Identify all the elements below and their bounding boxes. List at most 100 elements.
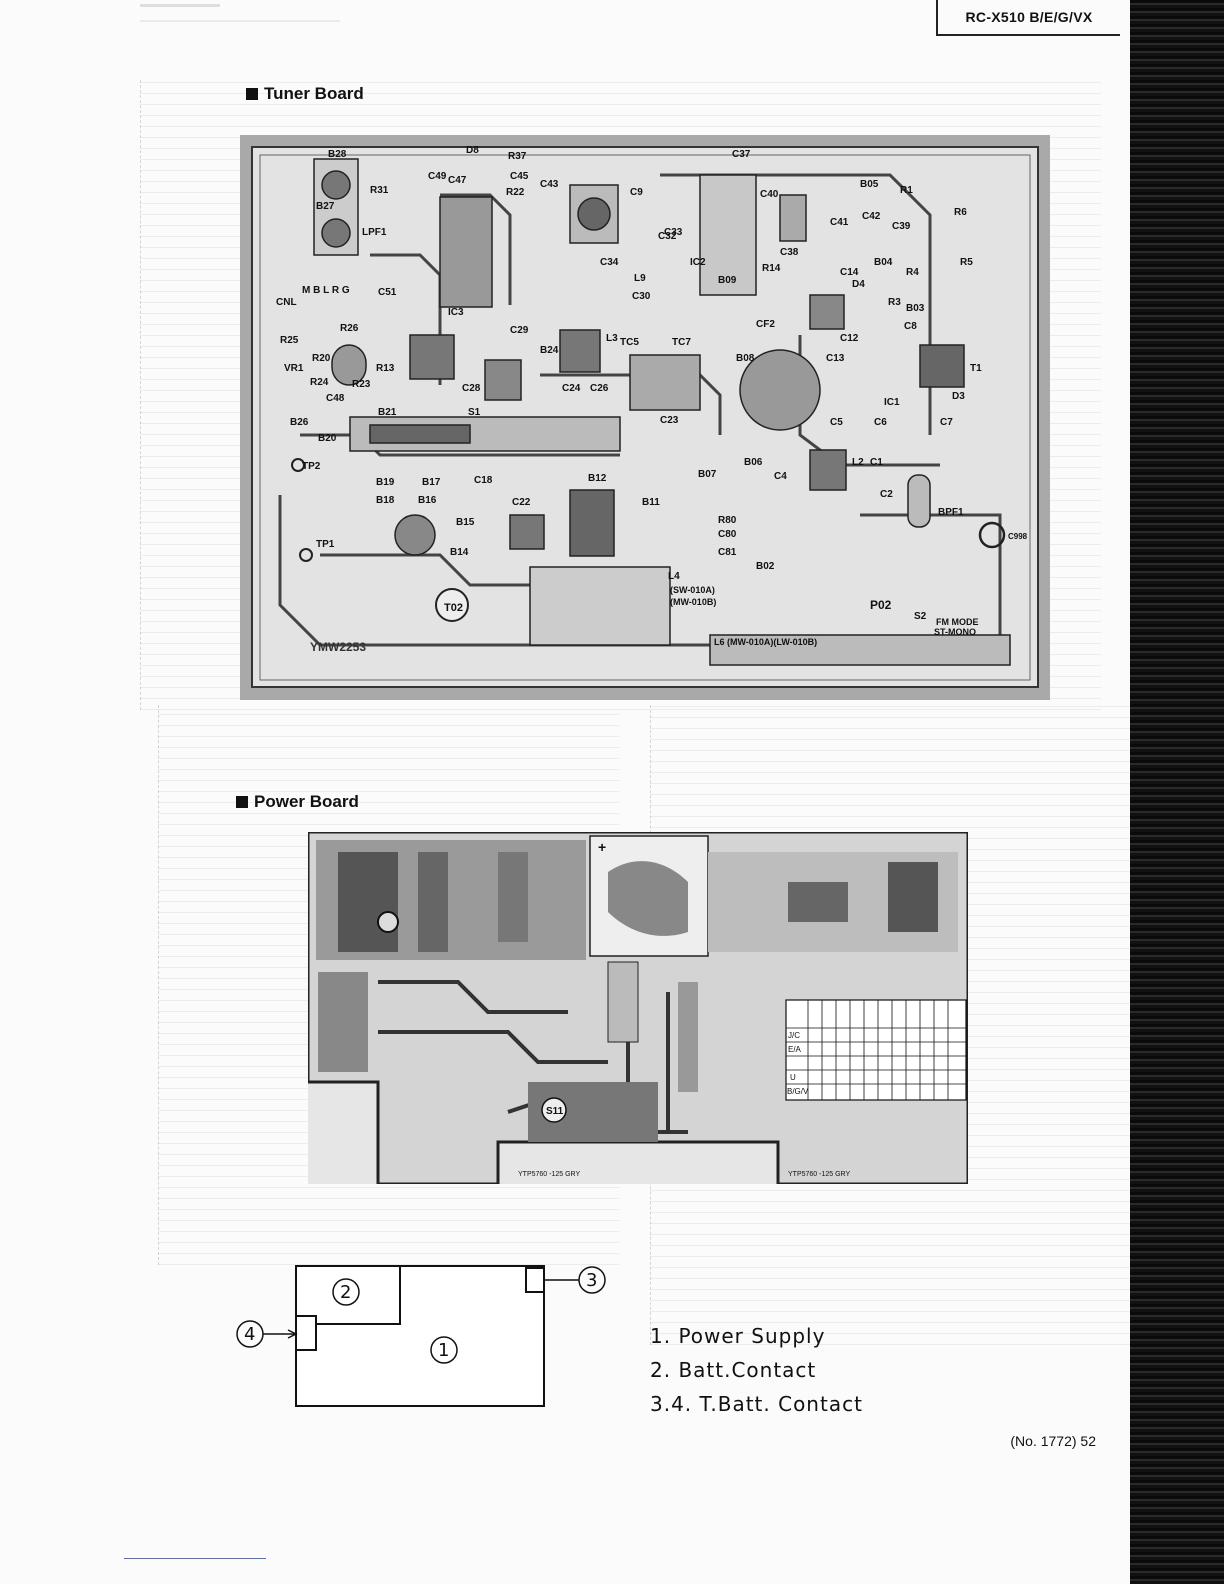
label: C24: [562, 383, 581, 394]
callout-1: 1: [438, 1340, 449, 1361]
label: C33: [664, 227, 683, 238]
label: R25: [280, 335, 299, 346]
legend-item-2: 2. Batt.Contact: [650, 1358, 817, 1382]
label: C81: [718, 547, 737, 558]
svg-text:+: +: [598, 839, 606, 855]
label: C8: [904, 321, 917, 332]
label: C40: [760, 189, 779, 200]
label: TP1: [316, 539, 335, 550]
label: TC7: [672, 337, 691, 348]
label: R4: [906, 267, 919, 278]
label: IC1: [884, 397, 900, 408]
label: C51: [378, 287, 397, 298]
tuner-component-labels: B28 B27 LPF1 R31 C49 C47 D8 R37 C45 R22 …: [276, 145, 1028, 654]
label: P02: [870, 598, 892, 612]
label: CF2: [756, 319, 775, 330]
label: C22: [512, 497, 531, 508]
power-board-heading: Power Board: [236, 792, 359, 812]
scan-edge: [1130, 0, 1224, 1584]
callout-3: 3: [586, 1270, 597, 1291]
label: L6 (MW-010A)(LW-010B): [714, 637, 817, 647]
label: R3: [888, 297, 901, 308]
label: B24: [540, 345, 559, 356]
label: B15: [456, 517, 475, 528]
label: ST-MONO: [934, 627, 976, 637]
footer-rule: [124, 1558, 266, 1559]
label: C13: [826, 353, 845, 364]
label: CNL: [276, 297, 297, 308]
label: (SW-010A): [670, 585, 715, 595]
label: R14: [762, 263, 781, 274]
table-row-label: E/A: [788, 1045, 802, 1054]
label: C39: [892, 221, 911, 232]
label: D4: [852, 279, 865, 290]
table-row-label: B/G/V: [787, 1087, 809, 1096]
label: C7: [940, 417, 953, 428]
label: C42: [862, 211, 881, 222]
label: B21: [378, 407, 397, 418]
label: B17: [422, 477, 441, 488]
label: C2: [880, 489, 893, 500]
label: C18: [474, 475, 493, 486]
label: L3: [606, 333, 618, 344]
label: C23: [660, 415, 679, 426]
table-row-label: J/C: [788, 1031, 800, 1040]
label: C34: [600, 257, 619, 268]
label: C6: [874, 417, 887, 428]
label: C30: [632, 291, 651, 302]
label: R26: [340, 323, 359, 334]
label: C14: [840, 267, 859, 278]
label: B16: [418, 495, 437, 506]
label: B07: [698, 469, 717, 480]
label: B05: [860, 179, 879, 190]
label: L9: [634, 273, 646, 284]
part-code: YTP5760 -125 GRY: [788, 1171, 850, 1178]
label: B02: [756, 561, 775, 572]
label: B11: [642, 497, 660, 508]
label: C28: [462, 383, 481, 394]
label: L2: [852, 457, 864, 468]
label: C38: [780, 247, 799, 258]
label: C29: [510, 325, 529, 336]
label: C5: [830, 417, 843, 428]
label: C49: [428, 171, 447, 182]
label: TC5: [620, 337, 639, 348]
label: B19: [376, 477, 395, 488]
label: R5: [960, 257, 973, 268]
power-board-title: Power Board: [254, 792, 359, 811]
label: B04: [874, 257, 893, 268]
label: C1: [870, 457, 883, 468]
label: L4: [668, 571, 680, 582]
label: R31: [370, 185, 389, 196]
label: B20: [318, 433, 337, 444]
label: TP2: [302, 461, 321, 472]
label: C47: [448, 175, 467, 186]
tuner-board-title: Tuner Board: [264, 84, 364, 103]
label: C41: [830, 217, 849, 228]
faint-header-text: [120, 0, 360, 30]
label: T1: [970, 363, 982, 374]
power-board-pcb: + S11 YTP5760 -125 GRY YTP5760 -125 GRY: [308, 832, 968, 1184]
callout-4: 4: [244, 1324, 255, 1345]
label: B09: [718, 275, 737, 286]
label: B03: [906, 303, 925, 314]
label: R80: [718, 515, 737, 526]
label: C4: [774, 471, 787, 482]
label: B18: [376, 495, 395, 506]
label: R20: [312, 353, 331, 364]
legend-item-3: 3.4. T.Batt. Contact: [650, 1392, 863, 1416]
label: B12: [588, 473, 607, 484]
label: R37: [508, 151, 527, 162]
page-number: (No. 1772) 52: [1010, 1433, 1096, 1449]
label: C48: [326, 393, 345, 404]
label: R1: [900, 185, 913, 196]
label: C9: [630, 187, 643, 198]
label: S1: [468, 407, 481, 418]
label: C43: [540, 179, 559, 190]
tuner-board-heading: Tuner Board: [246, 84, 364, 104]
label: R23: [352, 379, 371, 390]
tuner-board-pcb: B28 B27 LPF1 R31 C49 C47 D8 R37 C45 R22 …: [240, 135, 1050, 700]
label: C37: [732, 149, 751, 160]
label: M B L R G: [302, 285, 350, 296]
square-bullet-icon: [246, 88, 258, 100]
